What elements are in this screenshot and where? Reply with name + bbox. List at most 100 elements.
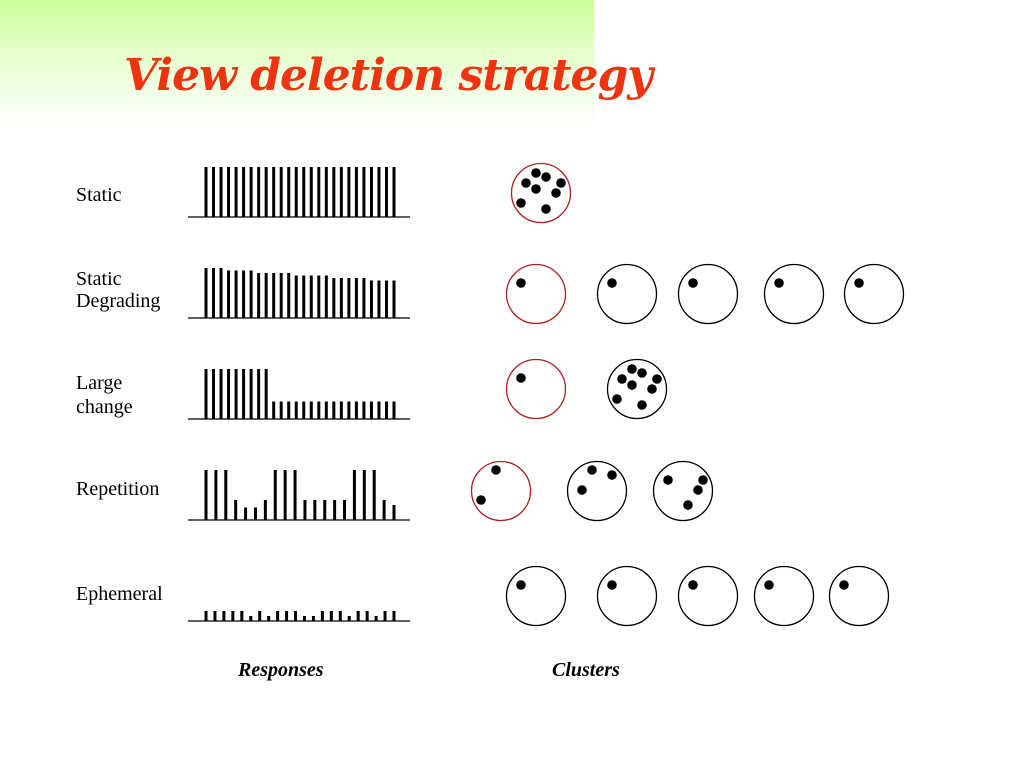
response-bar [354, 401, 358, 419]
cluster-point [647, 384, 657, 394]
response-bar [258, 611, 262, 621]
cluster-point [541, 204, 551, 214]
response-bar [234, 167, 238, 217]
clusters-caption: Clusters [552, 659, 620, 681]
response-bar [231, 611, 235, 621]
response-bar [249, 270, 253, 318]
response-bar [392, 167, 396, 217]
cluster-point [698, 475, 708, 485]
response-bar [324, 401, 328, 419]
cluster-point [516, 373, 526, 383]
response-bar [204, 611, 208, 621]
cluster-point [587, 465, 597, 475]
cluster-point [627, 364, 637, 374]
cluster-circle [505, 358, 567, 420]
cluster-point [541, 172, 551, 182]
response-bar [287, 401, 291, 419]
cluster-circle [677, 565, 739, 627]
response-bar [279, 273, 283, 318]
response-bar [287, 167, 291, 217]
response-bar [317, 167, 321, 217]
response-bar [309, 167, 313, 217]
cluster-point [617, 374, 627, 384]
cluster-point [491, 465, 501, 475]
response-bar [227, 270, 231, 318]
response-bar [302, 275, 306, 318]
cluster-point [521, 178, 531, 188]
response-bar [377, 401, 381, 419]
cluster-circle [677, 263, 739, 325]
response-bar [264, 167, 268, 217]
response-bar [204, 268, 208, 318]
response-bar [272, 273, 276, 318]
response-bar [309, 401, 313, 419]
response-bar [257, 273, 261, 318]
response-bar [302, 167, 306, 217]
response-bar [263, 500, 267, 520]
cluster-circle [505, 565, 567, 627]
row-label-large-change: Large change [76, 372, 133, 418]
response-bar [272, 167, 276, 217]
response-bar [227, 369, 231, 419]
cluster-point [607, 278, 617, 288]
response-bar [369, 280, 373, 318]
response-bar [234, 369, 238, 419]
response-bar [242, 167, 246, 217]
cluster-point [652, 374, 662, 384]
response-bar [339, 167, 343, 217]
response-bar [333, 500, 337, 520]
cluster-point [627, 380, 637, 390]
cluster-circle [843, 263, 905, 325]
response-bar [320, 611, 324, 621]
response-bar [383, 611, 387, 621]
response-bar [384, 280, 388, 318]
response-bar [384, 401, 388, 419]
response-bar [347, 278, 351, 318]
response-bar [377, 280, 381, 318]
header-gradient-band [0, 0, 594, 128]
response-bar [384, 167, 388, 217]
response-bar [332, 167, 336, 217]
cluster-point [556, 178, 566, 188]
response-bar [264, 369, 268, 419]
response-bar [219, 369, 223, 419]
response-bar [339, 278, 343, 318]
response-bar [294, 401, 298, 419]
response-bar [374, 616, 378, 621]
response-bar [213, 611, 217, 621]
response-bar [204, 369, 208, 419]
cluster-point [854, 278, 864, 288]
cluster-point [551, 188, 561, 198]
response-bar [332, 401, 336, 419]
response-bar [219, 167, 223, 217]
response-bar [362, 470, 366, 520]
response-bar [356, 611, 360, 621]
response-bar [279, 401, 283, 419]
response-bar [257, 369, 261, 419]
cluster-circle [596, 565, 658, 627]
response-bar [212, 369, 216, 419]
cluster-point [516, 580, 526, 590]
response-bar [276, 611, 280, 621]
response-bar [279, 167, 283, 217]
response-bar [302, 401, 306, 419]
response-bar [283, 470, 287, 520]
cluster-point [516, 198, 526, 208]
response-bar [273, 470, 277, 520]
cluster-point [607, 580, 617, 590]
response-bar [362, 167, 366, 217]
response-bar [294, 275, 298, 318]
response-bar [240, 611, 244, 621]
response-bar [377, 167, 381, 217]
response-bar [234, 500, 238, 520]
response-bar [264, 273, 268, 318]
response-bar [313, 500, 317, 520]
response-bar [287, 273, 291, 318]
cluster-point [612, 394, 622, 404]
response-bar [332, 278, 336, 318]
response-bar [339, 401, 343, 419]
response-bar [285, 611, 289, 621]
response-bar [382, 500, 386, 520]
response-bar [227, 167, 231, 217]
cluster-circle [510, 162, 572, 224]
